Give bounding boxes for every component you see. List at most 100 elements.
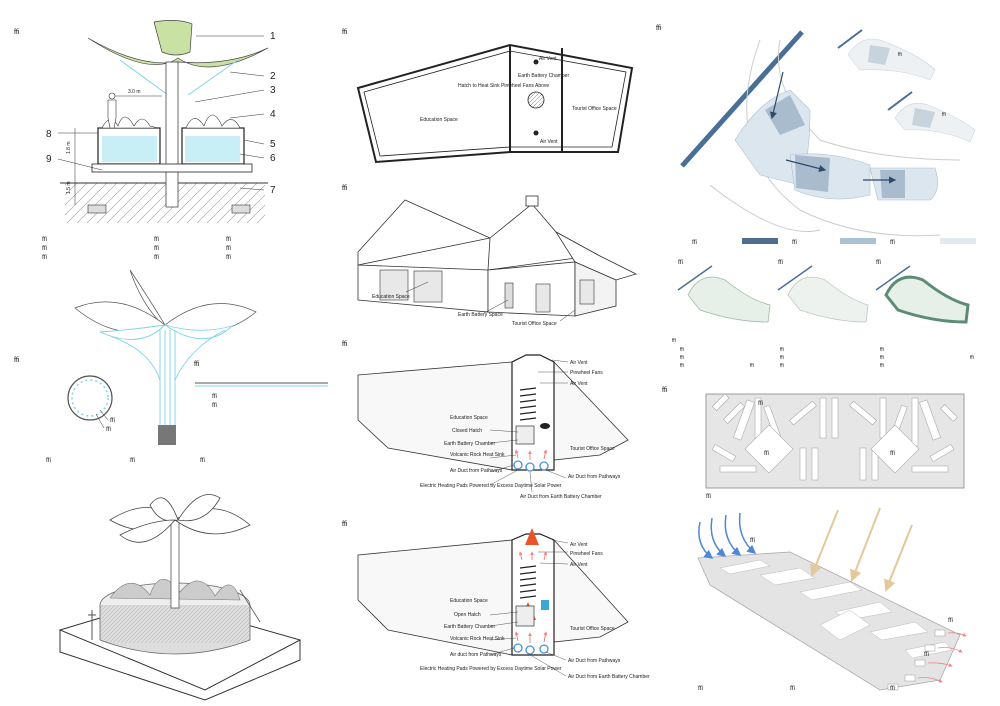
thumb2-label: ffi xyxy=(942,112,946,118)
open-heating-pads xyxy=(513,643,549,655)
site-legend-swatch-2 xyxy=(840,238,876,244)
pattern-top-label: ffi xyxy=(758,400,763,407)
closed-air-duct-path2: Air Duct from Pathways xyxy=(568,474,621,480)
svg-text:ffi: ffi xyxy=(154,245,159,252)
closed-hatch: Closed Hatch xyxy=(452,428,482,434)
pattern-diamond-left xyxy=(744,424,794,474)
site-notes: ffi ffi ffi ffi ffi ffi ffi ffi ffi ffi … xyxy=(672,338,974,369)
sketch-leaf-4 xyxy=(177,494,221,522)
open-education: Education Space xyxy=(450,598,488,604)
section-legend: ffi ffi ffi ffi ffi ffi ffi ffi ffi xyxy=(42,236,231,261)
cable-detail-label: ffi xyxy=(194,361,200,368)
open-heating-text: Electric Heating Pads Powered by Excess … xyxy=(420,666,562,672)
svg-text:ffi: ffi xyxy=(970,355,974,361)
site-legend-1: ffi xyxy=(692,239,697,246)
plan-air-vent-dot-1 xyxy=(533,59,539,65)
closed-pinwheel-fans xyxy=(519,387,537,421)
sketch-platform-side xyxy=(59,630,301,701)
svg-text:ffi: ffi xyxy=(154,236,159,243)
sketch-stairs xyxy=(239,589,261,623)
site-legend-3: ffi xyxy=(890,239,895,246)
callout-8: 8 xyxy=(46,129,52,140)
closed-hatch-lid xyxy=(540,423,550,429)
ring-leader-2 xyxy=(95,413,105,429)
svg-text:ffi: ffi xyxy=(680,363,684,369)
canopy-caption-3: ffi xyxy=(200,457,205,464)
canopy-top-bud xyxy=(153,20,193,56)
thumb1-dark xyxy=(868,45,890,65)
callout-4: 4 xyxy=(270,109,276,120)
callout-6: 6 xyxy=(270,153,276,164)
callout-3: 3 xyxy=(270,85,276,96)
closed-earth-chamber: Earth Battery Chamber xyxy=(444,441,495,447)
window-1 xyxy=(379,269,409,301)
closed-hatch-box xyxy=(515,425,535,445)
iso-caption-1: ffi xyxy=(698,685,703,692)
site-zone-right-dark xyxy=(880,170,905,198)
site-zone-mid-dark xyxy=(795,155,830,192)
open-earth-chamber: Earth Battery Chamber xyxy=(444,624,495,630)
closed-education: Education Space xyxy=(450,415,488,421)
plan-outer-wall xyxy=(356,43,634,164)
footing-left xyxy=(87,204,107,214)
plan-chamber: Earth Battery Chamber xyxy=(518,73,569,79)
open-top-arrow xyxy=(525,528,539,545)
site-legend-swatch-3 xyxy=(940,238,976,244)
cable-callout-2: ffi xyxy=(212,402,217,409)
thumb1-label: ffi xyxy=(898,52,902,58)
open-air-duct-chamber: Air Duct from Earth Battery Chamber xyxy=(568,674,650,680)
pattern-diamond-right xyxy=(870,424,920,474)
thumb2-dark xyxy=(912,108,935,128)
svg-text:ffi: ffi xyxy=(880,347,884,353)
wind-label: ffi xyxy=(750,537,755,544)
closed-air-vent-top: Air Vent xyxy=(570,360,588,366)
variant-label-1: ffi xyxy=(678,259,683,266)
column-base xyxy=(158,425,176,445)
window-4 xyxy=(579,279,595,305)
closed-heat-arrows xyxy=(514,449,548,460)
planter-water-left xyxy=(102,136,157,162)
open-hatch-box xyxy=(515,605,535,627)
svg-text:ffi: ffi xyxy=(42,236,47,243)
planter-water-right xyxy=(185,136,240,162)
svg-text:ffi: ffi xyxy=(780,347,784,353)
svg-text:ffi: ffi xyxy=(226,245,231,252)
door-battery xyxy=(504,282,514,309)
variant1-zone xyxy=(687,276,771,323)
callout-9: 9 xyxy=(46,154,52,165)
svg-text:ffi: ffi xyxy=(680,355,684,361)
cable-bundle xyxy=(109,329,226,430)
footing-right xyxy=(231,204,251,214)
iso-caption-3: ffi xyxy=(890,685,895,692)
iso-outlet-blocks xyxy=(887,629,946,691)
pattern-diamond-2: ffi xyxy=(890,450,895,457)
panel-1-label: ffi xyxy=(14,29,20,36)
path-curve-1 xyxy=(746,39,941,237)
open-air-duct-path: Air duct from Pathways xyxy=(450,652,502,658)
path-curve-3 xyxy=(777,39,961,161)
svg-text:ffi: ffi xyxy=(42,245,47,252)
planter-base xyxy=(91,163,253,173)
cable-left xyxy=(119,59,169,96)
closed-pinwheel: Pinwheel Fans xyxy=(570,370,603,376)
open-pinwheel: Pinwheel Fans xyxy=(570,551,603,557)
roof-vent xyxy=(525,195,539,207)
closed-heating-text: Electric Heating Pads Powered by Excess … xyxy=(420,483,562,489)
closed-air-duct-chamber: Air Duct from Earth Battery Chamber xyxy=(520,494,602,500)
sketch-column xyxy=(170,517,180,609)
svg-text:ffi: ffi xyxy=(880,363,884,369)
panel-6-label: ffi xyxy=(342,341,348,348)
svg-text:ffi: ffi xyxy=(42,254,47,261)
building-perspective: ffi Education Space Earth Battery Space … xyxy=(342,185,638,327)
ring-inner xyxy=(71,379,109,417)
plan-air-vent-2: Air Vent xyxy=(540,139,558,145)
cable-callout-1: ffi xyxy=(212,393,217,400)
open-air-duct-path2: Air Duct from Pathways xyxy=(568,658,621,664)
open-hatch-lid xyxy=(541,600,549,610)
closed-tourist: Tourist Office Space xyxy=(570,446,615,452)
pattern-slats xyxy=(711,393,958,481)
callout-2: 2 xyxy=(270,71,276,82)
open-air-vent: Air Vent xyxy=(570,562,588,568)
thumb1-road xyxy=(837,29,863,49)
canopy-caption-2: ffi xyxy=(130,457,135,464)
